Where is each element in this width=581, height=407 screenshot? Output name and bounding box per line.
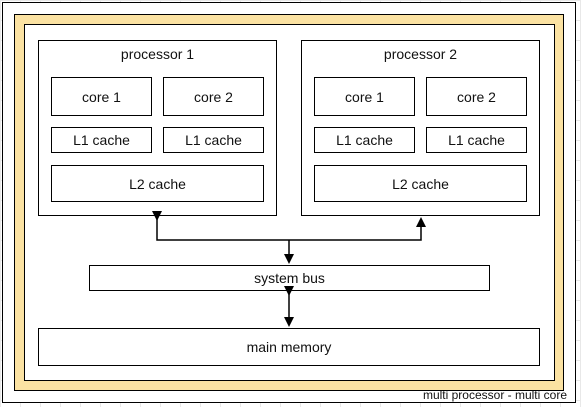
processor-1-title: processor 1 xyxy=(120,46,195,62)
main-memory[interactable]: main memory xyxy=(38,328,540,366)
processor-2-core-1[interactable]: core 1 xyxy=(314,77,415,116)
bus-connector-processors xyxy=(152,211,426,241)
processor-1-core-1[interactable]: core 1 xyxy=(51,77,152,116)
processor-2-l1-cache-1[interactable]: L1 cache xyxy=(314,127,415,153)
processor-1-l1-cache-1[interactable]: L1 cache xyxy=(51,127,152,153)
processor-1-core-2[interactable]: core 2 xyxy=(163,77,264,116)
processor-2-l2-cache[interactable]: L2 cache xyxy=(314,165,527,202)
processor-1-l2-cache[interactable]: L2 cache xyxy=(51,165,264,202)
diagram-caption: multi processor - multi core xyxy=(422,388,567,402)
processor-2-title: processor 2 xyxy=(383,46,458,62)
processor-2-core-2[interactable]: core 2 xyxy=(426,77,527,116)
processor-2-l1-cache-2[interactable]: L1 cache xyxy=(426,127,527,153)
processor-1-l1-cache-2[interactable]: L1 cache xyxy=(163,127,264,153)
